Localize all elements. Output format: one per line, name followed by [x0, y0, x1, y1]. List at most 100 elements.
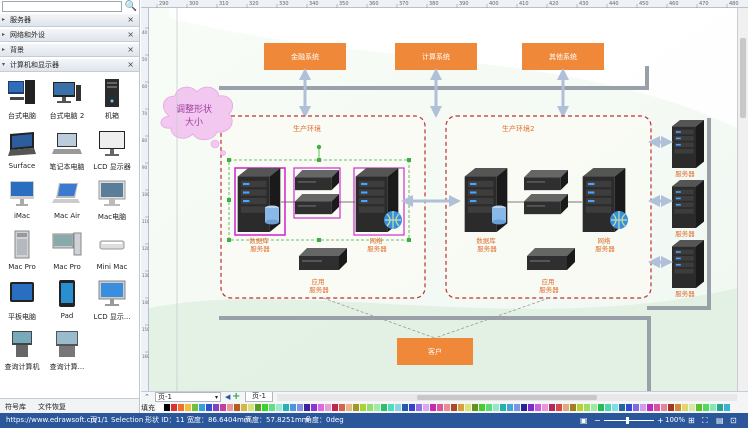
color-swatch[interactable] — [409, 404, 415, 411]
color-swatch[interactable] — [661, 404, 667, 411]
shape-mac-pro-2[interactable]: Mac Pro — [45, 229, 89, 281]
rotate-handle[interactable] — [316, 144, 322, 150]
color-swatch[interactable] — [479, 404, 485, 411]
color-swatch[interactable] — [269, 404, 275, 411]
color-swatch[interactable] — [220, 404, 226, 411]
color-swatch[interactable] — [395, 404, 401, 411]
color-swatch[interactable] — [465, 404, 471, 411]
color-swatch[interactable] — [556, 404, 562, 411]
close-icon[interactable]: × — [127, 30, 134, 39]
resize-callout-cloud[interactable]: 调整形状 大小 — [160, 86, 233, 156]
flat-server-bottom-right[interactable] — [524, 194, 568, 215]
shape-pad[interactable]: Pad — [45, 278, 89, 330]
color-swatch[interactable] — [710, 404, 716, 411]
color-swatch[interactable] — [262, 404, 268, 411]
color-swatch[interactable] — [619, 404, 625, 411]
shape-lcd-monitor-2[interactable]: LCD 显示... — [90, 278, 134, 330]
color-swatch[interactable] — [325, 404, 331, 411]
color-swatch[interactable] — [668, 404, 674, 411]
close-icon[interactable]: × — [127, 15, 134, 24]
color-swatch[interactable] — [234, 404, 240, 411]
shape-kiosk-2[interactable]: 查询计算... — [45, 328, 89, 380]
shape-laptop[interactable]: 笔记本电脑 — [45, 128, 89, 180]
server-right-3[interactable] — [672, 240, 704, 288]
shape-imac[interactable]: iMac — [0, 178, 44, 230]
color-swatch[interactable] — [171, 404, 177, 411]
color-swatch[interactable] — [486, 404, 492, 411]
client-box[interactable]: 客户 — [397, 338, 473, 365]
color-swatch[interactable] — [605, 404, 611, 411]
color-swatch[interactable] — [577, 404, 583, 411]
page-prev-icon[interactable]: ◀ — [225, 393, 231, 401]
color-swatch[interactable] — [626, 404, 632, 411]
vertical-scrollbar[interactable] — [737, 8, 748, 391]
library-search-input[interactable] — [2, 1, 122, 12]
color-swatch[interactable] — [696, 404, 702, 411]
color-swatch[interactable] — [276, 404, 282, 411]
tab-symbol-library[interactable]: 符号库 — [5, 403, 26, 411]
color-swatch[interactable] — [311, 404, 317, 411]
color-swatch[interactable] — [682, 404, 688, 411]
page-select[interactable]: 页-1 ▾ — [155, 392, 221, 402]
color-swatch[interactable] — [542, 404, 548, 411]
color-swatch[interactable] — [164, 404, 170, 411]
color-swatch[interactable] — [584, 404, 590, 411]
color-swatch[interactable] — [304, 404, 310, 411]
color-swatch[interactable] — [528, 404, 534, 411]
add-page-button[interactable]: + — [232, 391, 241, 402]
color-swatch[interactable] — [521, 404, 527, 411]
color-swatch[interactable] — [612, 404, 618, 411]
color-swatch[interactable] — [178, 404, 184, 411]
close-icon[interactable]: × — [127, 45, 134, 54]
color-swatch[interactable] — [157, 404, 163, 411]
zoom-slider-thumb[interactable] — [626, 417, 629, 424]
color-swatch[interactable] — [283, 404, 289, 411]
category-computers[interactable]: ▾ 计算机和显示器 × — [0, 59, 139, 72]
color-swatch[interactable] — [402, 404, 408, 411]
color-swatch[interactable] — [458, 404, 464, 411]
zoom-slider[interactable] — [604, 420, 654, 421]
color-swatch[interactable] — [346, 404, 352, 411]
color-swatch[interactable] — [185, 404, 191, 411]
shape-tower-case[interactable]: 机箱 — [90, 77, 134, 129]
zoom-out-icon[interactable]: − — [594, 416, 601, 425]
color-swatch[interactable] — [318, 404, 324, 411]
scroll-thumb[interactable] — [740, 38, 746, 118]
color-swatch[interactable] — [507, 404, 513, 411]
color-swatch[interactable] — [374, 404, 380, 411]
color-swatch[interactable] — [339, 404, 345, 411]
color-swatch[interactable] — [717, 404, 723, 411]
color-swatch[interactable] — [640, 404, 646, 411]
shape-desktop-pc[interactable]: 台式电脑 — [0, 77, 44, 129]
color-swatch[interactable] — [689, 404, 695, 411]
status-url-link[interactable]: https://www.edrawsoft.cn/ — [6, 416, 98, 424]
color-swatch[interactable] — [703, 404, 709, 411]
color-swatch[interactable] — [444, 404, 450, 411]
color-swatch[interactable] — [213, 404, 219, 411]
color-swatch[interactable] — [514, 404, 520, 411]
color-swatch[interactable] — [535, 404, 541, 411]
system-box-finance[interactable]: 金融系统 — [264, 43, 346, 70]
shape-mac-computer[interactable]: Mac电脑 — [90, 178, 134, 230]
system-box-computing[interactable]: 计算系统 — [395, 43, 477, 70]
color-swatch[interactable] — [549, 404, 555, 411]
color-swatch[interactable] — [598, 404, 604, 411]
color-swatch[interactable] — [493, 404, 499, 411]
app-server-left[interactable] — [299, 248, 347, 270]
flat-server-bottom-left[interactable] — [295, 194, 339, 215]
color-swatch[interactable] — [500, 404, 506, 411]
color-swatch[interactable] — [199, 404, 205, 411]
zoom-in-icon[interactable]: + — [657, 416, 664, 425]
color-swatch[interactable] — [388, 404, 394, 411]
horizontal-scrollbar[interactable] — [277, 394, 737, 401]
flat-server-top-right[interactable] — [524, 170, 568, 191]
color-swatch[interactable] — [416, 404, 422, 411]
category-background[interactable]: ▸ 背景 × — [0, 44, 139, 57]
shape-lcd-monitor[interactable]: LCD 显示器 — [90, 128, 134, 180]
color-swatch[interactable] — [241, 404, 247, 411]
shape-mac-air[interactable]: Mac Air — [45, 178, 89, 230]
category-servers[interactable]: ▸ 服务器 × — [0, 14, 139, 27]
color-swatch[interactable] — [353, 404, 359, 411]
search-icon[interactable]: 🔍 — [124, 1, 138, 12]
close-icon[interactable]: × — [127, 60, 134, 69]
